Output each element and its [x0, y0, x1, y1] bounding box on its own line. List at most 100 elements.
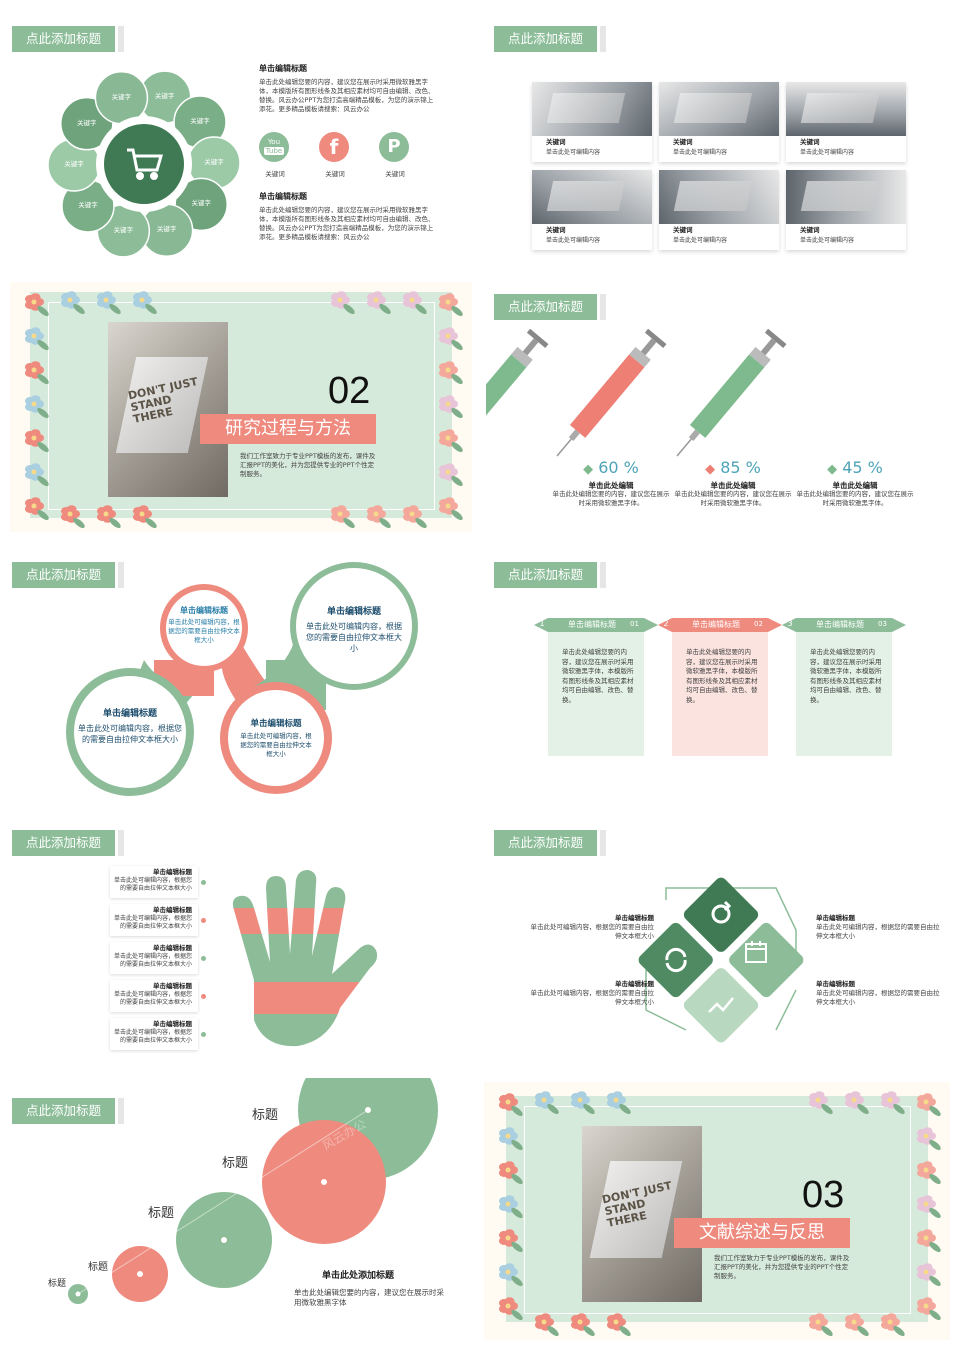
petal-label: 关键字: [204, 158, 224, 166]
slide-title-tag[interactable]: 点此添加标题: [494, 26, 598, 52]
list-item-title: 单击编辑标题: [153, 1020, 192, 1028]
section-photo: DON'T JUST STAND THERE: [582, 1126, 702, 1302]
diamond-tile-bottom[interactable]: [681, 966, 760, 1045]
list-dot: [201, 1032, 206, 1037]
tag-accent-bar: [600, 830, 606, 856]
column-text: 单击此处编辑您要的内容，建议您在展示时采用微软雅黑字体，本模版所有图形线条及其相…: [562, 648, 634, 704]
circle-label: 标题: [148, 1206, 175, 1221]
circle-text: 单击此处可编辑内容，根据您的需要自由拉伸文本框大小: [78, 724, 182, 744]
social-pinterest[interactable]: P 关键词: [379, 132, 411, 179]
circle-item: 单击编辑标题 单击此处可编辑内容，根据您的需要自由拉伸文本框大小: [168, 606, 240, 645]
slide-title-tag[interactable]: 点此添加标题: [12, 562, 116, 588]
ribbon-column[interactable]: 单击此处编辑您要的内容，建议您在展示时采用微软雅黑字体，本模版所有图形线条及其相…: [672, 618, 768, 756]
slide-title-tag[interactable]: 点此添加标题: [12, 830, 116, 856]
block2-title: 单击编辑标题: [259, 192, 307, 201]
slide-title-tag[interactable]: 点此添加标题: [12, 1098, 116, 1124]
list-item-text: 单击此处可编辑内容，根据您的需要自由拉伸文本框大小: [113, 953, 192, 968]
diamond-diagram: [636, 875, 804, 1045]
section-number: 03: [802, 1174, 845, 1216]
section-title: 文献综述与反思: [674, 1218, 850, 1248]
column-code: 02: [754, 620, 763, 628]
petal-label: 关键字: [113, 225, 134, 234]
slide-linked-circles: 点此添加标题 单击编辑标题 单击此处可编辑内容，根据您的需要自由拉伸文本框大小 …: [4, 542, 474, 800]
list-item-title: 单击编辑标题: [153, 944, 192, 952]
column-number: 1: [539, 619, 545, 628]
section-panel: [506, 1096, 928, 1322]
list-item[interactable]: 单击编辑标题 单击此处可编辑内容，根据您的需要自由拉伸文本框大小: [110, 1018, 206, 1050]
column-title: 单击编辑标题: [816, 620, 864, 629]
card-text: 单击此处可编辑内容: [800, 237, 855, 244]
linked-circles-graphic: [66, 562, 418, 796]
list-item[interactable]: 单击编辑标题 单击此处可编辑内容，根据您的需要自由拉伸文本框大小: [110, 942, 206, 974]
sync-icon: [665, 947, 687, 973]
card-text: 单击此处可编辑内容: [546, 149, 601, 156]
social-label: 关键词: [385, 170, 405, 178]
slide-hand-list: 点此添加标题 单击编辑标题 单击此处可编辑内容，根据您的需要自由拉伸文本框大小 …: [4, 810, 474, 1068]
list-dot: [201, 880, 206, 885]
card-title: 关键词: [800, 226, 820, 234]
slide-three-columns: 点此添加标题 单击此处编辑您要的内容，建议您在展示时采用微软雅黑字体，本模版所有…: [486, 542, 956, 800]
column-number: 3: [787, 619, 793, 628]
tag-accent-bar: [600, 294, 606, 320]
list-item-text: 单击此处可编辑内容，根据您的需要自由拉伸文本框大小: [113, 991, 192, 1006]
column-code: 01: [630, 620, 639, 628]
list-dot: [201, 956, 206, 961]
diamond-tile-left[interactable]: [636, 920, 715, 999]
photo-card[interactable]: 关键词 单击此处可编辑内容: [532, 170, 652, 250]
photo-card[interactable]: 关键词 单击此处可编辑内容: [532, 82, 652, 162]
column-title: 单击编辑标题: [568, 620, 616, 629]
circle-title: 单击编辑标题: [250, 719, 302, 729]
column-title: 单击编辑标题: [692, 620, 740, 629]
column-number: 2: [663, 619, 669, 628]
petal-label: 关键字: [154, 92, 175, 101]
ribbon-column[interactable]: 单击此处编辑您要的内容，建议您在展示时采用微软雅黑字体，本模版所有图形线条及其相…: [796, 618, 892, 756]
syringe: [486, 328, 549, 438]
ribbon-column[interactable]: 单击此处编辑您要的内容，建议您在展示时采用微软雅黑字体，本模版所有图形线条及其相…: [548, 618, 644, 756]
diamond-tile-top[interactable]: [681, 875, 760, 954]
section-title: 研究过程与方法: [200, 414, 376, 444]
slide-title-tag[interactable]: 点此添加标题: [494, 294, 598, 320]
section-text: 我们工作室致力于专业PPT模板的发布，课件及汇报PPT的美化，并为您提供专业的P…: [714, 1254, 850, 1280]
tag-accent-bar: [118, 830, 124, 856]
syringe-stat: ◆ 60 % 单击此处编辑 单击此处编辑您要的内容，建议您在展示时采用微软雅黑字…: [552, 458, 670, 508]
stat-text: 单击此处编辑您要的内容，建议您在展示时采用微软雅黑字体。: [552, 490, 670, 507]
circle-title: 单击编辑标题: [326, 607, 381, 617]
list-item-title: 单击编辑标题: [153, 982, 192, 990]
circle-label: 标题: [48, 1279, 67, 1289]
list-item[interactable]: 单击编辑标题 单击此处可编辑内容，根据您的需要自由拉伸文本框大小: [110, 904, 206, 936]
slide-title-tag[interactable]: 点此添加标题: [12, 26, 116, 52]
photo-card[interactable]: 关键词 单击此处可编辑内容: [659, 82, 779, 162]
hand-icon: ◆: [827, 462, 838, 477]
slide-syringes: 点此添加标题 ◆ 60 % 单击此处编辑 单击此处编辑您要的内容，建议您在展示时…: [486, 274, 956, 532]
section-frame: [524, 1106, 911, 1314]
card-photo: [532, 82, 652, 136]
circle-label: 标题: [222, 1156, 249, 1171]
diamond-item-title: 单击编辑标题: [816, 914, 855, 922]
photo-card[interactable]: 关键词 单击此处可编辑内容: [659, 170, 779, 250]
tag-accent-bar: [118, 26, 124, 52]
chart-line-icon: [708, 997, 734, 1013]
social-label: 关键词: [325, 170, 345, 178]
stat-percent: 60 %: [598, 458, 639, 477]
diamond-item-text: 单击此处可编辑内容，根据您的需要自由拉伸文本框大小: [530, 989, 655, 1006]
diamond-item-title: 单击编辑标题: [615, 980, 654, 988]
slide-section-02: DON'T JUST STAND THERE 02 研究过程与方法 我们工作室致…: [10, 282, 472, 532]
slide-growing-circles: 点此添加标题 风云办公 标题 标题 标题 标题 标题 单击此处添加标题 单击此处…: [4, 1078, 474, 1336]
floral-border: [24, 291, 463, 529]
photo-card[interactable]: 关键词 单击此处可编辑内容: [786, 82, 906, 162]
list-item[interactable]: 单击编辑标题 单击此处可编辑内容，根据您的需要自由拉伸文本框大小: [110, 980, 206, 1012]
petal-label: 关键字: [190, 117, 210, 126]
facebook-icon: f: [319, 132, 349, 162]
syringe-stat: ◆ 45 % 单击此处编辑 单击此处编辑您要的内容，建议您在展示时采用微软雅黑字…: [796, 458, 914, 508]
list-dot: [201, 918, 206, 923]
social-facebook[interactable]: f 关键词: [319, 132, 351, 179]
petal-label: 关键字: [111, 92, 132, 101]
list-item[interactable]: 单击编辑标题 单击此处可编辑内容，根据您的需要自由拉伸文本框大小: [110, 866, 206, 898]
syringe-stat: ◆ 85 % 单击此处编辑 单击此处编辑您要的内容，建议您在展示时采用微软雅黑字…: [674, 458, 792, 508]
circle-label: 标题: [252, 1108, 279, 1123]
slide-title-tag[interactable]: 点此添加标题: [494, 562, 598, 588]
photo-card[interactable]: 关键词 单击此处可编辑内容: [786, 170, 906, 250]
slide-title-tag[interactable]: 点此添加标题: [494, 830, 598, 856]
